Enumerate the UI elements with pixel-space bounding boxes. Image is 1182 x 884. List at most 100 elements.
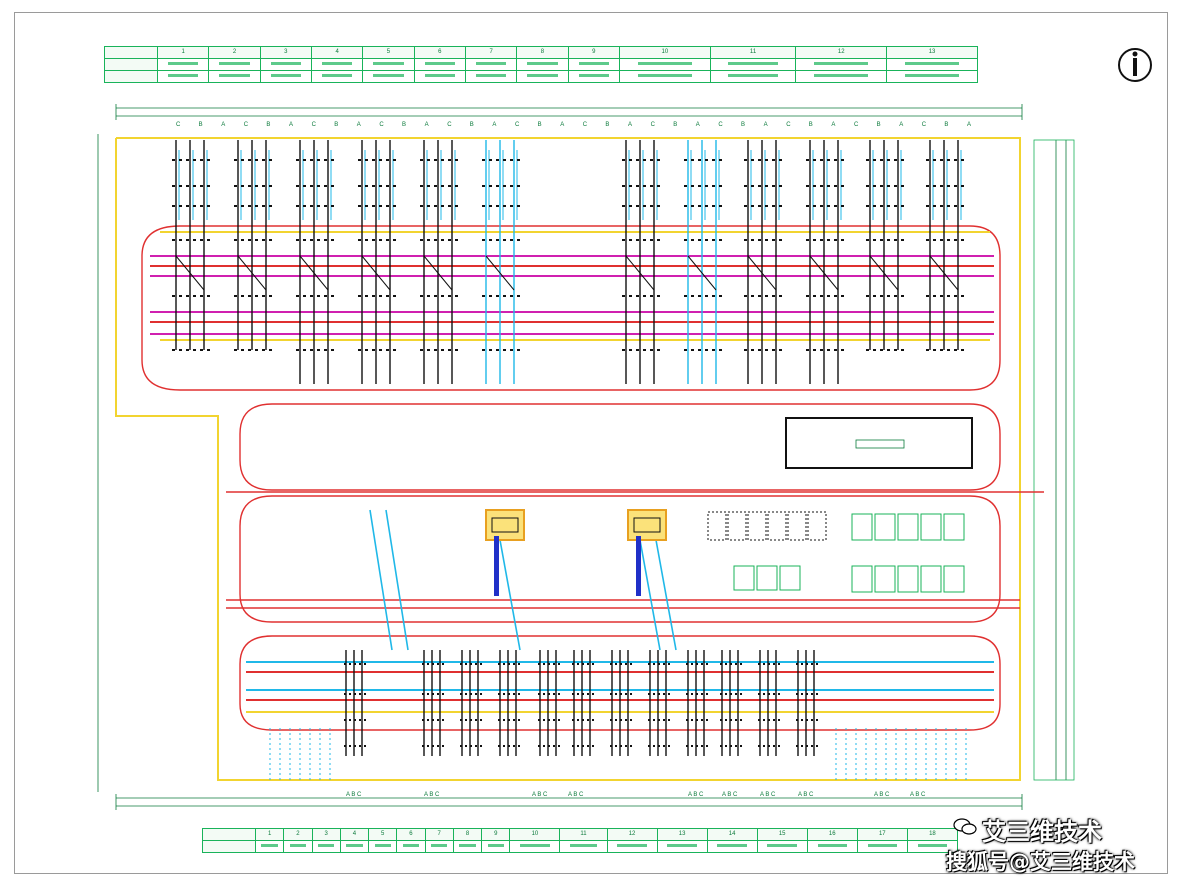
phase-label: C: [854, 122, 859, 128]
phase-label: A: [357, 122, 361, 128]
phase-label: C: [176, 122, 181, 128]
lower-bay: [796, 650, 818, 756]
incoming-feeder: [369, 509, 393, 651]
phase-label: C: [379, 122, 384, 128]
table-column-number: 16: [806, 828, 858, 841]
capacitor-bank: [943, 513, 965, 541]
upper-bay: [296, 140, 334, 384]
illegible-text-placeholder: [767, 843, 797, 847]
incoming-feeder: [639, 539, 661, 651]
illegible-text-placeholder: [270, 61, 301, 65]
capacitor-banks: [707, 511, 965, 593]
phase-label: A: [696, 122, 700, 128]
table-cell: [709, 70, 797, 83]
upper-bay: [926, 140, 964, 351]
phase-label: C: [583, 122, 588, 128]
capacitor-bank: [779, 565, 801, 591]
dimension-lines: [97, 104, 1075, 810]
capacitor-bank: [756, 565, 778, 591]
incoming-feeder: [655, 539, 677, 651]
phase-group-label: A B C: [346, 792, 362, 798]
table-column-number: 4: [310, 46, 364, 59]
illegible-text-placeholder: [717, 843, 747, 847]
table-column-number: 11: [709, 46, 797, 59]
phase-label: B: [538, 122, 542, 128]
upper-bay-group: [172, 140, 964, 384]
illegible-text-placeholder: [476, 61, 507, 65]
reactor-unit: [787, 511, 807, 541]
phase-label: A: [967, 122, 971, 128]
illegible-text-placeholder: [637, 73, 692, 77]
upper-bay: [744, 140, 782, 384]
lower-bay-group: [269, 509, 967, 780]
illegible-text-placeholder: [569, 843, 598, 847]
capacitor-bank: [851, 513, 873, 541]
internal-roads: [141, 225, 1044, 731]
illegible-text-placeholder: [727, 61, 779, 65]
bay-diagonal: [423, 255, 453, 291]
phase-label: B: [334, 122, 338, 128]
illegible-text-placeholder: [317, 843, 335, 847]
illegible-text-placeholder: [424, 61, 455, 65]
table-cell: [906, 840, 959, 853]
table-column-number: 9: [567, 46, 620, 59]
control-building: [785, 417, 973, 469]
upper-bay: [482, 140, 520, 384]
phase-label: B: [605, 122, 609, 128]
table-cell: [806, 840, 858, 853]
phase-label: A: [492, 122, 496, 128]
table-cell: [396, 840, 426, 853]
illegible-text-placeholder: [402, 843, 420, 847]
watermark-source: 搜狐号@艾三维技术: [946, 850, 1135, 874]
bay-diagonal: [485, 255, 515, 291]
top-table-row: [104, 70, 978, 83]
table-column-number: 11: [559, 828, 608, 841]
illegible-text-placeholder: [917, 843, 948, 847]
phase-label: A: [560, 122, 564, 128]
bay-diagonal: [869, 255, 899, 291]
upper-bay: [420, 140, 458, 384]
north-arrow-icon: [1118, 48, 1152, 82]
illegible-text-placeholder: [527, 73, 558, 77]
illegible-text-placeholder: [637, 61, 692, 65]
upper-bay: [358, 140, 396, 384]
reactor-unit: [747, 511, 767, 541]
table-cell: [310, 70, 364, 83]
illegible-text-placeholder: [168, 73, 199, 77]
table-row-header-cell: [104, 58, 158, 71]
illegible-text-placeholder: [817, 843, 847, 847]
table-cell: [559, 840, 608, 853]
illegible-text-placeholder: [168, 61, 199, 65]
phase-group-label: A B C: [874, 792, 890, 798]
table-column-number: 5: [368, 828, 398, 841]
illegible-text-placeholder: [867, 843, 897, 847]
phase-label: C: [312, 122, 317, 128]
capacitor-bank: [733, 565, 755, 591]
upper-bay: [234, 140, 272, 351]
capacitor-bank: [851, 565, 873, 593]
capacitor-bank: [874, 513, 896, 541]
table-cell: [886, 70, 978, 83]
illegible-text-placeholder: [905, 73, 960, 77]
table-column-number: 10: [509, 828, 561, 841]
phase-label: A: [831, 122, 835, 128]
lower-bay: [460, 650, 482, 756]
table-column-number: 12: [606, 828, 658, 841]
upper-busbars: [150, 231, 994, 341]
upper-bay: [622, 140, 660, 384]
table-cell: [368, 840, 398, 853]
illegible-text-placeholder: [424, 73, 455, 77]
table-cell: [156, 70, 210, 83]
phase-label: B: [809, 122, 813, 128]
illegible-text-placeholder: [905, 61, 960, 65]
table-column-number: 2: [283, 828, 313, 841]
lower-bay: [344, 650, 366, 756]
illegible-text-placeholder: [459, 843, 476, 847]
upper-bay: [684, 140, 722, 384]
phase-group-label: A B C: [424, 792, 440, 798]
table-cell: [706, 840, 758, 853]
